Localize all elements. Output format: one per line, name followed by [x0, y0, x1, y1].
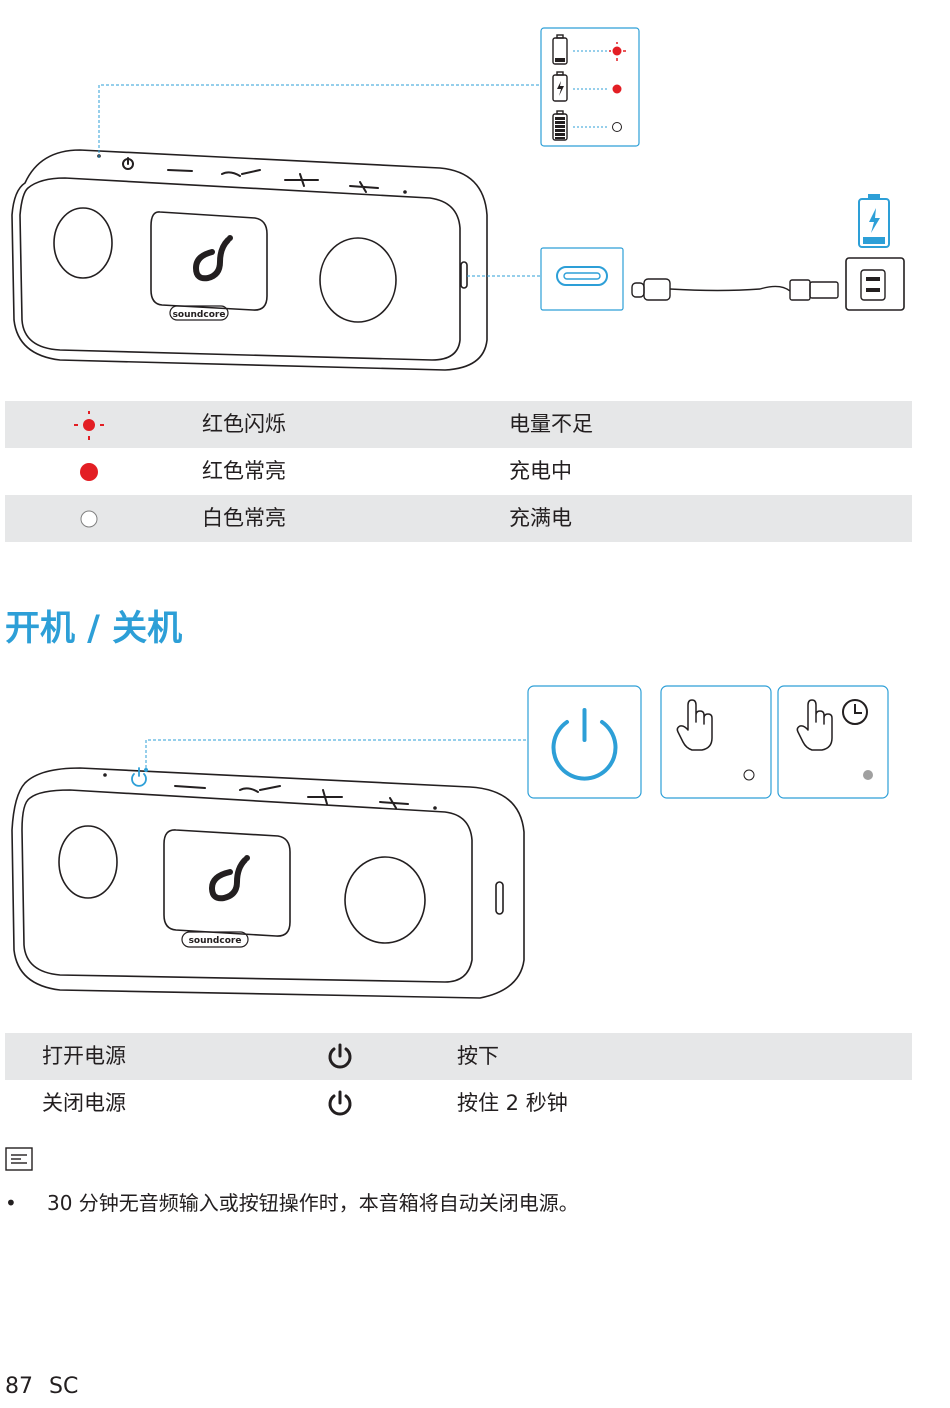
power-operation-label: 按下	[457, 1033, 499, 1080]
bullet-dot-icon: •	[5, 1186, 25, 1220]
soundcore-wordmark: soundcore	[173, 310, 226, 320]
battery-meaning-label: 电量不足	[509, 401, 593, 448]
battery-meaning-label: 充满电	[509, 495, 572, 542]
page-footer: 87 SC	[5, 1374, 94, 1399]
table-row: 红色闪烁 电量不足	[5, 401, 912, 448]
note-text: 30 分钟无音频输入或按钮操作时，本音箱将自动关闭电源。	[47, 1186, 579, 1220]
table-row: 红色常亮 充电中	[5, 448, 912, 495]
soundcore-wordmark: soundcore	[189, 936, 242, 946]
power-action-label: 打开电源	[42, 1033, 126, 1080]
section-title: 开机 / 关机	[5, 600, 182, 651]
led-state-label: 白色常亮	[202, 495, 286, 542]
battery-meaning-label: 充电中	[509, 448, 572, 495]
power-icon	[327, 1090, 353, 1118]
language-code: SC	[49, 1374, 78, 1399]
power-illustration: soundcore	[0, 670, 950, 1010]
table-row: 白色常亮 充满电	[5, 495, 912, 542]
charging-indicator-table: 红色闪烁 电量不足 红色常亮 充电中 白色常亮 充满电	[5, 401, 912, 542]
charging-illustration: soundcore	[0, 0, 950, 380]
table-row: 打开电源 按下	[5, 1033, 912, 1080]
soundcore-logo-mark	[196, 235, 233, 278]
page-number: 87	[5, 1374, 33, 1399]
white-dot-icon	[69, 495, 109, 559]
note-icon	[5, 1147, 33, 1171]
led-state-label: 红色常亮	[202, 448, 286, 495]
power-action-label: 关闭电源	[42, 1080, 126, 1127]
power-icon	[327, 1043, 353, 1071]
led-state-label: 红色闪烁	[202, 401, 286, 448]
led-charging-icon	[613, 85, 622, 94]
table-row: 关闭电源 按住 2 秒钟	[5, 1080, 912, 1127]
power-table: 打开电源 按下 关闭电源 按住 2 秒钟	[5, 1033, 912, 1127]
power-operation-label: 按住 2 秒钟	[457, 1080, 568, 1127]
led-full-icon	[613, 123, 622, 132]
